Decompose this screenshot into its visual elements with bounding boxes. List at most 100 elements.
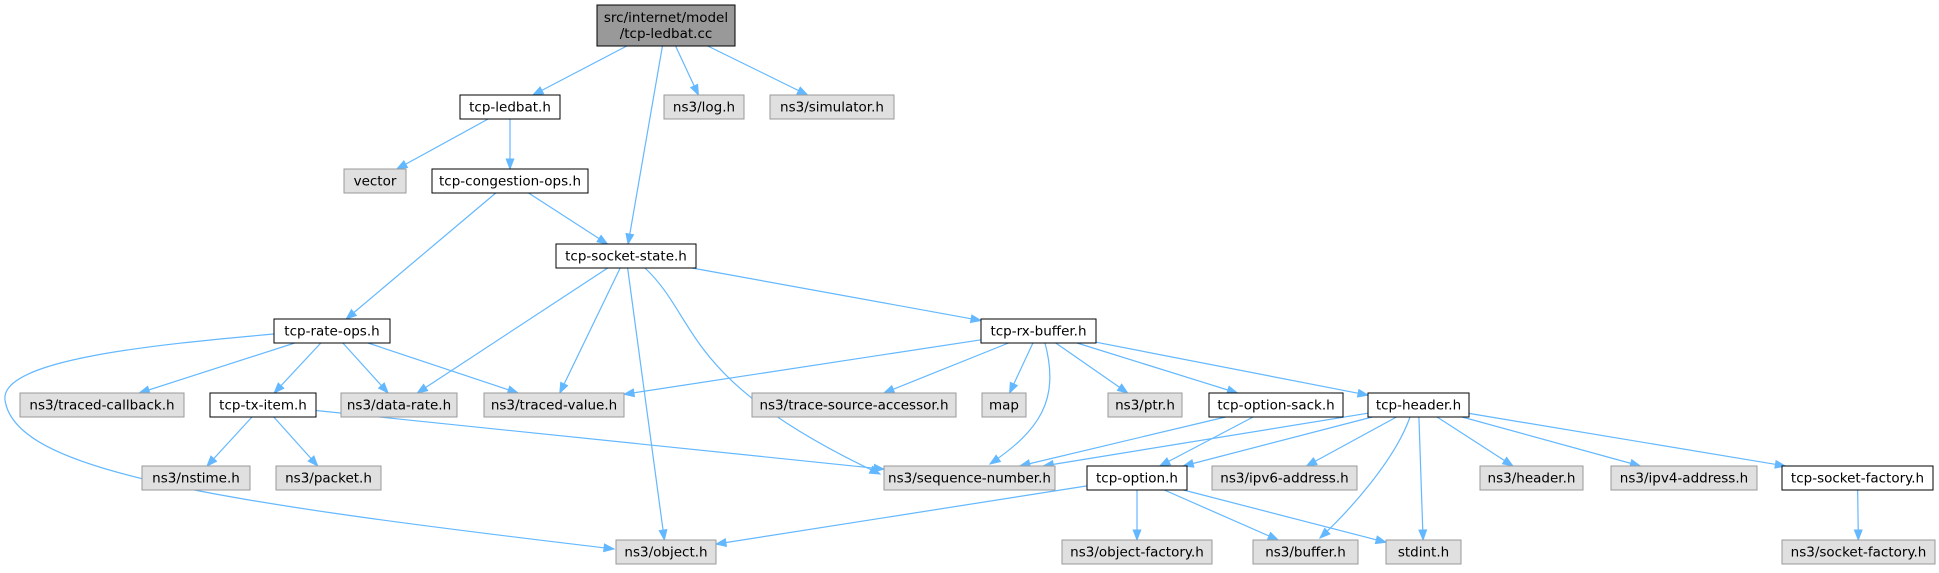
edge-tx-item-to-nstime xyxy=(206,416,253,467)
node-ipv6: ns3/ipv6-address.h xyxy=(1211,465,1358,491)
node-tcp-ledbat[interactable]: tcp-ledbat.h xyxy=(459,94,561,120)
edge-rate-ops-to-traced-cb-arrowhead xyxy=(137,385,151,395)
node-rx-buffer-label: tcp-rx-buffer.h xyxy=(990,324,1086,340)
node-option-label: tcp-option.h xyxy=(1096,471,1178,487)
edge-header-to-ns3header-arrowhead xyxy=(1501,456,1515,467)
node-map: map xyxy=(981,392,1027,418)
edge-tx-item-to-packet-arrowhead xyxy=(307,455,319,468)
node-sock-state-box xyxy=(555,243,697,269)
edge-rate-ops-to-traced-cb xyxy=(139,342,295,394)
edge-sock-state-to-seq xyxy=(644,267,881,475)
node-tx-item-box xyxy=(209,392,317,418)
edge-rx-buffer-to-header-arrowhead xyxy=(1356,388,1370,398)
node-nstime-label: ns3/nstime.h xyxy=(152,471,240,487)
edge-sock-state-to-object xyxy=(627,267,665,541)
edge-sock-state-to-traced-val-arrowhead xyxy=(559,381,569,395)
node-seq: ns3/sequence-number.h xyxy=(883,465,1056,491)
node-rate-ops[interactable]: tcp-rate-ops.h xyxy=(273,318,391,344)
node-simulator-label: ns3/simulator.h xyxy=(780,100,884,116)
edge-tcp-ledbat-to-vector-arrowhead xyxy=(395,159,409,170)
edge-option-to-buffer xyxy=(1164,489,1279,541)
node-buffer-label: ns3/buffer.h xyxy=(1265,545,1346,561)
node-map-label: map xyxy=(989,398,1019,414)
node-sock-state[interactable]: tcp-socket-state.h xyxy=(555,243,697,269)
edge-root-to-tcp-ledbat-arrowhead xyxy=(531,86,545,96)
node-data-rate-label: ns3/data-rate.h xyxy=(347,398,451,414)
node-obj-fact-label: ns3/object-factory.h xyxy=(1070,545,1204,561)
node-nstime: ns3/nstime.h xyxy=(141,465,251,491)
node-opt-sack-label: tcp-option-sack.h xyxy=(1217,398,1334,414)
node-nstime-box xyxy=(141,465,251,491)
node-header-box xyxy=(1367,392,1470,418)
node-opt-sack-box xyxy=(1208,392,1344,418)
edge-rate-ops-to-tx-item-arrowhead xyxy=(273,382,285,395)
node-log-box xyxy=(663,94,745,120)
node-packet-box xyxy=(275,465,382,491)
node-tx-item[interactable]: tcp-tx-item.h xyxy=(209,392,317,418)
edge-option-to-stdint-arrowhead xyxy=(1374,535,1388,545)
dependency-edges xyxy=(4,45,1863,553)
edge-header-to-stdint xyxy=(1418,416,1424,541)
edge-rx-buffer-to-map-arrowhead xyxy=(1008,381,1019,395)
node-ns3header-label: ns3/header.h xyxy=(1488,471,1576,487)
node-ns3sockfact-box xyxy=(1781,539,1936,565)
edge-header-to-buffer-arrowhead xyxy=(1318,527,1331,539)
edge-root-to-sock-state-arrowhead xyxy=(625,232,635,246)
edge-root-to-simulator xyxy=(707,45,808,96)
edge-header-to-ipv6 xyxy=(1306,416,1397,467)
edge-tx-item-to-packet xyxy=(273,416,319,467)
node-traced-val-label: ns3/traced-value.h xyxy=(491,398,617,414)
edge-header-to-sock-fact xyxy=(1468,412,1786,467)
edge-sock-state-to-rx-buffer xyxy=(691,267,982,322)
edge-rx-buffer-to-header xyxy=(1095,341,1369,396)
edge-tx-item-to-nstime-arrowhead xyxy=(206,455,218,468)
edge-tx-item-to-seq xyxy=(315,409,885,470)
node-sock-fact-box xyxy=(1781,465,1934,491)
edge-rx-buffer-to-ptr-arrowhead xyxy=(1116,383,1129,394)
node-trace-src-label: ns3/trace-source-accessor.h xyxy=(759,398,948,414)
node-tcp-ledbat-label: tcp-ledbat.h xyxy=(469,100,551,116)
node-header[interactable]: tcp-header.h xyxy=(1367,392,1470,418)
edge-cong-ops-to-rate-ops-arrowhead xyxy=(345,308,358,320)
node-rate-ops-box xyxy=(273,318,391,344)
edge-header-to-option-arrowhead xyxy=(1181,458,1195,468)
node-traced-cb-label: ns3/traced-callback.h xyxy=(29,398,174,414)
edge-header-to-stdint-arrowhead xyxy=(1418,529,1428,542)
node-obj-fact: ns3/object-factory.h xyxy=(1061,539,1213,565)
edge-rate-ops-to-traced-val-arrowhead xyxy=(506,385,520,394)
node-data-rate: ns3/data-rate.h xyxy=(340,392,458,418)
node-traced-val: ns3/traced-value.h xyxy=(483,392,625,418)
edge-header-to-option xyxy=(1183,416,1373,467)
edge-root-to-log-arrowhead xyxy=(689,83,699,97)
node-option[interactable]: tcp-option.h xyxy=(1086,465,1188,491)
edge-header-to-ipv4 xyxy=(1461,416,1641,467)
edge-rate-ops-to-data-rate xyxy=(342,342,389,394)
edge-opt-sack-to-option xyxy=(1159,416,1254,467)
node-ns3sockfact-label: ns3/socket-factory.h xyxy=(1791,545,1927,561)
edge-sock-state-to-object-arrowhead xyxy=(658,528,668,542)
node-cong-ops-label: tcp-congestion-ops.h xyxy=(439,174,581,190)
edge-rx-buffer-to-ptr xyxy=(1055,342,1129,394)
edge-option-to-object xyxy=(715,485,1088,545)
node-ptr: ns3/ptr.h xyxy=(1107,392,1183,418)
node-vector-label: vector xyxy=(354,174,397,190)
node-simulator-box xyxy=(769,94,895,120)
edge-rx-buffer-to-seq xyxy=(989,342,1051,465)
edge-rate-ops-to-object-arrowhead xyxy=(603,543,616,553)
node-packet-label: ns3/packet.h xyxy=(285,471,372,487)
edge-root-to-tcp-ledbat xyxy=(532,45,628,96)
node-opt-sack[interactable]: tcp-option-sack.h xyxy=(1208,392,1344,418)
edge-sock-fact-to-ns3sockfact-arrowhead xyxy=(1853,529,1863,542)
edge-rx-buffer-to-trace-src xyxy=(883,342,1009,394)
node-log-label: ns3/log.h xyxy=(673,100,735,116)
node-header-label: tcp-header.h xyxy=(1376,398,1461,414)
edge-rx-buffer-to-trace-src-arrowhead xyxy=(882,384,896,394)
node-cong-ops[interactable]: tcp-congestion-ops.h xyxy=(431,168,589,194)
node-sock-fact[interactable]: tcp-socket-factory.h xyxy=(1781,465,1934,491)
node-ipv6-box xyxy=(1211,465,1358,491)
edge-rate-ops-to-tx-item xyxy=(273,342,322,394)
node-rx-buffer[interactable]: tcp-rx-buffer.h xyxy=(980,318,1097,344)
edge-sock-state-to-traced-val xyxy=(559,267,621,394)
edge-option-to-object-arrowhead xyxy=(714,538,728,547)
